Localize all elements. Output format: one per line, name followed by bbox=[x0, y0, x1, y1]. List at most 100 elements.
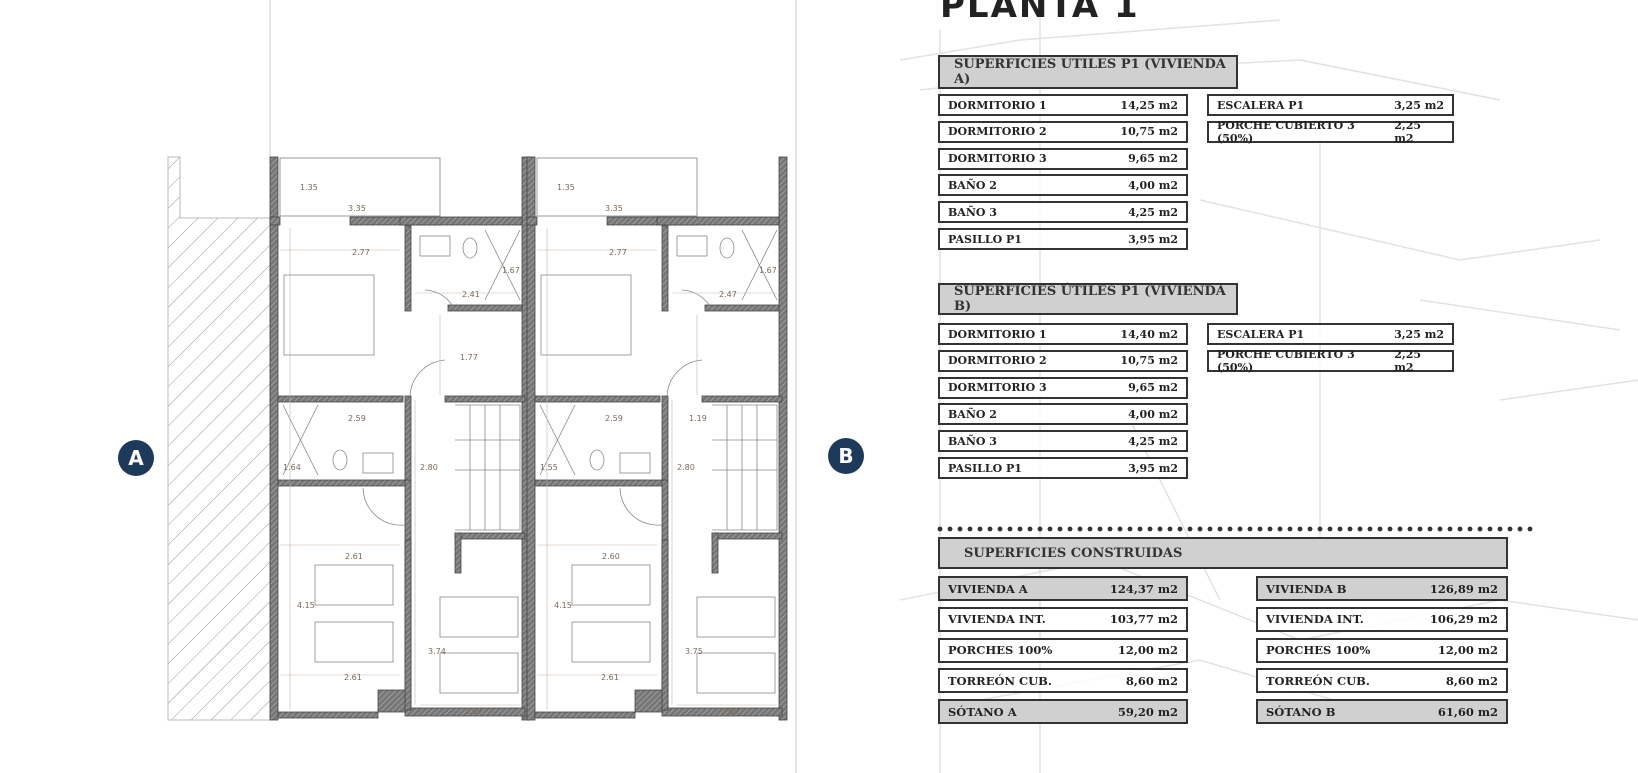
dimension-label: 3.35 bbox=[348, 204, 366, 213]
dimension-label: 3.74 bbox=[428, 647, 446, 656]
area-label: DORMITORIO 1 bbox=[948, 327, 1047, 341]
wall bbox=[377, 689, 409, 713]
wall bbox=[399, 216, 523, 226]
area-row: PASILLO P1 3,95 m2 bbox=[938, 457, 1188, 479]
dimension-label: 2.77 bbox=[609, 248, 627, 257]
dimension-lines bbox=[537, 228, 777, 710]
area-value: 126,89 m2 bbox=[1429, 581, 1498, 596]
area-value: 10,75 m2 bbox=[1120, 354, 1178, 368]
area-row: PASILLO P1 3,95 m2 bbox=[938, 228, 1188, 250]
area-label: PORCHES 100% bbox=[948, 643, 1053, 658]
dimension-label: 2.61 bbox=[345, 552, 363, 561]
area-row: VIVIENDA INT.106,29 m2 bbox=[1256, 606, 1508, 632]
toilet bbox=[719, 237, 735, 259]
area-label: DORMITORIO 1 bbox=[948, 98, 1047, 112]
dimension-label: 3.75 bbox=[685, 647, 703, 656]
wall bbox=[404, 395, 412, 481]
wall bbox=[778, 156, 788, 721]
area-value: 10,75 m2 bbox=[1120, 125, 1178, 139]
dimension-label: 2.80 bbox=[677, 463, 695, 472]
area-row: ESCALERA P1 3,25 m2 bbox=[1207, 323, 1454, 345]
area-label: PASILLO P1 bbox=[948, 461, 1022, 475]
dimension-label: 1.55 bbox=[540, 463, 558, 472]
wall bbox=[404, 539, 412, 711]
stairs bbox=[455, 404, 521, 531]
sink bbox=[362, 452, 394, 474]
dimension-label: 1.67 bbox=[759, 266, 777, 275]
dimension-label: 2.60 bbox=[721, 707, 739, 716]
area-value: 4,00 m2 bbox=[1128, 178, 1178, 192]
dimension-label: 2.61 bbox=[344, 673, 362, 682]
marker-label: B bbox=[838, 444, 854, 468]
wall bbox=[526, 156, 536, 721]
unit-b-marker: B bbox=[828, 438, 864, 474]
area-label: PASILLO P1 bbox=[948, 232, 1022, 246]
stairs bbox=[712, 404, 778, 531]
dimension-label: 1.77 bbox=[460, 353, 478, 362]
wall bbox=[634, 689, 666, 713]
vivienda-a-header: SUPERFICIES ÚTILES P1 (VIVIENDA A) bbox=[938, 55, 1238, 89]
area-row: DORMITORIO 2 10,75 m2 bbox=[938, 120, 1188, 143]
dimension-label: 2.60 bbox=[602, 552, 620, 561]
area-row: PORCHE CUBIERTO 3 (50%)2,25 m2 bbox=[1207, 347, 1454, 374]
area-row: PORCHE CUBIERTO 3 (50%)2,25 m2 bbox=[1207, 119, 1454, 145]
wall bbox=[711, 532, 783, 540]
single-bed bbox=[696, 652, 776, 694]
shower bbox=[539, 229, 778, 476]
construidas-header: SUPERFICIES CONSTRUIDAS bbox=[938, 537, 1508, 569]
door-swing bbox=[619, 289, 713, 526]
area-label: VIVIENDA A bbox=[948, 581, 1028, 596]
area-label: PORCHE CUBIERTO 3 (50%) bbox=[1217, 347, 1355, 374]
area-label: DORMITORIO 2 bbox=[948, 354, 1047, 368]
area-row: PORCHES 100% 12,00 m2 bbox=[938, 637, 1188, 663]
single-bed bbox=[439, 652, 519, 694]
unit-a-marker: A bbox=[118, 440, 154, 476]
area-value: 106,29 m2 bbox=[1429, 612, 1498, 627]
neighbor-hatched-area bbox=[167, 156, 271, 721]
wall bbox=[661, 539, 669, 711]
dimension-label: 2.41 bbox=[462, 290, 480, 299]
area-value: 12,00 m2 bbox=[1117, 643, 1178, 658]
vivienda-b-header: SUPERFICIES ÚTILES P1 (VIVIENDA B) bbox=[938, 283, 1238, 315]
area-label: DORMITORIO 3 bbox=[948, 152, 1047, 166]
area-label: ESCALERA P1 bbox=[1217, 327, 1305, 341]
area-label: VIVIENDA INT. bbox=[948, 612, 1046, 627]
area-label: DORMITORIO 3 bbox=[948, 381, 1047, 395]
area-label: VIVIENDA B bbox=[1266, 581, 1347, 596]
double-bed bbox=[540, 274, 632, 356]
area-label: DORMITORIO 2 bbox=[948, 125, 1047, 139]
wall bbox=[447, 304, 523, 312]
area-row: TORREÓN CUB.8,60 m2 bbox=[938, 668, 1188, 694]
toilet bbox=[589, 449, 605, 471]
wall bbox=[404, 225, 412, 312]
area-value: 103,77 m2 bbox=[1109, 612, 1178, 627]
marker-label: A bbox=[128, 446, 144, 470]
toilet bbox=[462, 237, 478, 259]
area-value: 8,60 m2 bbox=[1125, 673, 1178, 688]
area-value: 3,25 m2 bbox=[1394, 327, 1444, 341]
wall bbox=[534, 395, 661, 403]
wall bbox=[704, 304, 780, 312]
area-value: 3,95 m2 bbox=[1128, 461, 1178, 475]
dimension-label: 3.35 bbox=[605, 204, 623, 213]
area-value: 3,95 m2 bbox=[1128, 232, 1178, 246]
area-label: BAÑO 2 bbox=[948, 407, 997, 421]
dimension-label: 2.47 bbox=[719, 290, 737, 299]
single-bed bbox=[571, 564, 651, 606]
area-value: 8,60 m2 bbox=[1445, 673, 1498, 688]
area-value: 4,25 m2 bbox=[1128, 205, 1178, 219]
wall bbox=[277, 395, 404, 403]
dimension-label: 2.77 bbox=[352, 248, 370, 257]
wall bbox=[526, 216, 538, 226]
shower bbox=[282, 229, 521, 476]
area-label: TORREÓN CUB. bbox=[1266, 673, 1370, 688]
area-row: TORREÓN CUB. 8,60 m2 bbox=[1256, 668, 1508, 694]
toilet bbox=[332, 449, 348, 471]
